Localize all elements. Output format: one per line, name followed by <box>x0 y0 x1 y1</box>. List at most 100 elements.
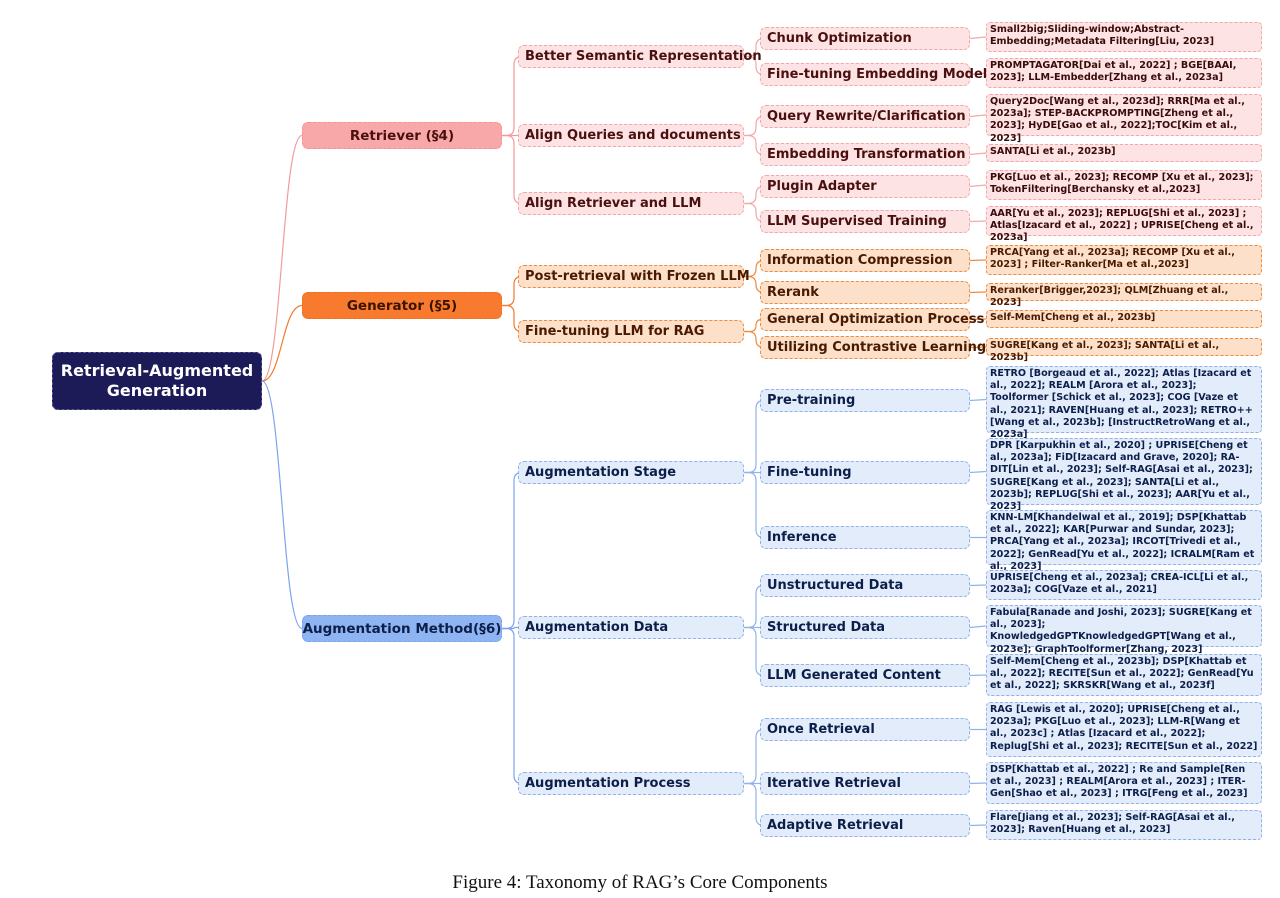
item-embedding-transformation: Embedding Transformation <box>760 143 970 166</box>
item-contrastive-learning: Utilizing Contrastive Learning <box>760 336 986 359</box>
item-unstructured-data: Unstructured Data <box>760 574 970 597</box>
group-label: Align Retriever and LLM <box>525 196 702 211</box>
item-adaptive-retrieval: Adaptive Retrieval <box>760 814 970 837</box>
refs-text: AAR[Yu et al., 2023]; REPLUG[Shi et al.,… <box>990 208 1254 244</box>
item-pre-training: Pre-training <box>760 389 970 412</box>
item-label: Once Retrieval <box>767 722 875 737</box>
item-label: Chunk Optimization <box>767 31 912 46</box>
refs-information-compression: PRCA[Yang et al., 2023a]; RECOMP [Xu et … <box>986 245 1262 275</box>
refs-text: Self-Mem[Cheng et al., 2023b]; DSP[Khatt… <box>990 656 1254 692</box>
refs-text: SUGRE[Kang et al., 2023]; SANTA[Li et al… <box>990 340 1220 364</box>
refs-general-optimization: Self-Mem[Cheng et al., 2023b] <box>986 310 1262 328</box>
connector-line <box>502 627 523 785</box>
group-align-retriever-llm: Align Retriever and LLM <box>518 192 744 215</box>
connector-line <box>261 134 303 382</box>
connector-line <box>969 674 987 677</box>
connector-line <box>969 346 987 349</box>
item-iterative-retrieval: Iterative Retrieval <box>760 772 970 795</box>
item-label: LLM Supervised Training <box>767 214 947 229</box>
connector-line <box>969 259 987 262</box>
connector-line <box>969 114 987 118</box>
connector-line <box>502 55 523 137</box>
connector-line <box>261 304 303 382</box>
connector-line <box>969 152 987 156</box>
group-augmentation-data: Augmentation Data <box>518 616 744 639</box>
group-augmentation-stage: Augmentation Stage <box>518 461 744 484</box>
item-fine-tuning: Fine-tuning <box>760 461 970 484</box>
refs-query-rewrite: Query2Doc[Wang et al., 2023d]; RRR[Ma et… <box>986 94 1262 144</box>
branch-label: Generator (§5) <box>346 297 458 314</box>
refs-text: RETRO [Borgeaud et al., 2022]; Atlas [Iz… <box>990 368 1253 441</box>
refs-unstructured-data: UPRISE[Cheng et al., 2023a]; CREA-ICL[Li… <box>986 570 1262 600</box>
refs-iterative-retrieval: DSP[Khattab et al., 2022] ; Re and Sampl… <box>986 762 1262 804</box>
connector-line <box>969 184 987 188</box>
item-structured-data: Structured Data <box>760 616 970 639</box>
refs-text: RAG [Lewis et al., 2020]; UPRISE[Cheng e… <box>990 704 1258 752</box>
connector-line <box>969 72 987 76</box>
item-label: Unstructured Data <box>767 578 904 593</box>
branch-label: Retriever (§4) <box>349 127 455 144</box>
item-label: Rerank <box>767 285 819 300</box>
item-label: LLM Generated Content <box>767 668 941 683</box>
refs-plugin-adapter: PKG[Luo et al., 2023]; RECOMP [Xu et al.… <box>986 170 1262 200</box>
root-node: Retrieval-Augmented Generation <box>52 352 262 410</box>
connector-line <box>969 625 987 629</box>
refs-text: SANTA[Li et al., 2023b] <box>990 146 1116 157</box>
refs-structured-data: Fabula[Ranade and Joshi, 2023]; SUGRE[Ka… <box>986 605 1262 655</box>
connector-line <box>502 626 518 630</box>
item-label: Adaptive Retrieval <box>767 818 904 833</box>
connector-line <box>969 824 987 827</box>
branch-retriever: Retriever (§4) <box>302 122 502 149</box>
group-label: Augmentation Stage <box>525 465 677 480</box>
item-llm-supervised-training: LLM Supervised Training <box>760 210 970 233</box>
connector-line <box>969 318 987 321</box>
refs-text: UPRISE[Cheng et al., 2023a]; CREA-ICL[Li… <box>990 572 1249 596</box>
item-label: Inference <box>767 530 837 545</box>
connector-line <box>969 291 987 294</box>
item-label: Utilizing Contrastive Learning <box>767 340 987 355</box>
refs-text: PROMPTAGATOR[Dai et al., 2022] ; BGE[BAA… <box>990 60 1237 84</box>
item-plugin-adapter: Plugin Adapter <box>760 175 970 198</box>
item-llm-generated-content: LLM Generated Content <box>760 664 970 687</box>
refs-text: Fabula[Ranade and Joshi, 2023]; SUGRE[Ka… <box>990 607 1252 655</box>
refs-fine-tuning: DPR [Karpukhin et al., 2020] ; UPRISE[Ch… <box>986 438 1262 512</box>
group-label: Augmentation Data <box>525 620 669 635</box>
refs-text: Flare[Jiang et al., 2023]; Self-RAG[Asai… <box>990 812 1235 836</box>
refs-contrastive-learning: SUGRE[Kang et al., 2023]; SANTA[Li et al… <box>986 338 1262 363</box>
group-label: Align Queries and documents <box>525 128 741 143</box>
refs-embedding-transformation: SANTA[Li et al., 2023b] <box>986 144 1262 162</box>
item-label: Embedding Transformation <box>767 147 966 162</box>
connector-line <box>969 470 987 474</box>
connector-line <box>744 318 763 333</box>
item-fine-tuning-embedding-model: Fine-tuning Embedding Model <box>760 63 987 86</box>
group-label: Augmentation Process <box>525 776 691 791</box>
item-rerank: Rerank <box>760 281 970 304</box>
group-fine-tuning-llm-rag: Fine-tuning LLM for RAG <box>518 320 744 343</box>
branch-augmentation-method: Augmentation Method(§6) <box>302 615 502 642</box>
figure-caption: Figure 4: Taxonomy of RAG’s Core Compone… <box>452 872 828 893</box>
group-align-queries-documents: Align Queries and documents <box>518 124 744 147</box>
refs-text: DSP[Khattab et al., 2022] ; Re and Sampl… <box>990 764 1248 800</box>
branch-generator: Generator (§5) <box>302 292 502 319</box>
item-query-rewrite: Query Rewrite/Clarification <box>760 105 970 128</box>
item-label: Pre-training <box>767 393 856 408</box>
refs-text: Reranker[Brigger,2023]; QLM[Zhuang et al… <box>990 285 1229 309</box>
connector-line <box>969 36 987 40</box>
refs-llm-generated-content: Self-Mem[Cheng et al., 2023b]; DSP[Khatt… <box>986 654 1262 696</box>
group-label: Post-retrieval with Frozen LLM <box>525 269 750 284</box>
group-better-semantic-representation: Better Semantic Representation <box>518 45 762 68</box>
item-label: Fine-tuning <box>767 465 852 480</box>
refs-text: Small2big;Sliding-window;Abstract-Embedd… <box>990 24 1214 48</box>
item-label: General Optimization Process <box>767 312 985 327</box>
connector-line <box>261 380 303 630</box>
refs-text: PRCA[Yang et al., 2023a]; RECOMP [Xu et … <box>990 247 1235 271</box>
item-chunk-optimization: Chunk Optimization <box>760 27 970 50</box>
connector-line <box>969 398 987 402</box>
group-augmentation-process: Augmentation Process <box>518 772 744 795</box>
connector-line <box>502 471 523 630</box>
item-once-retrieval: Once Retrieval <box>760 718 970 741</box>
item-label: Fine-tuning Embedding Model <box>767 67 988 82</box>
refs-text: DPR [Karpukhin et al., 2020] ; UPRISE[Ch… <box>990 440 1253 513</box>
item-label: Plugin Adapter <box>767 179 877 194</box>
root-label: Retrieval-Augmented Generation <box>60 361 254 400</box>
